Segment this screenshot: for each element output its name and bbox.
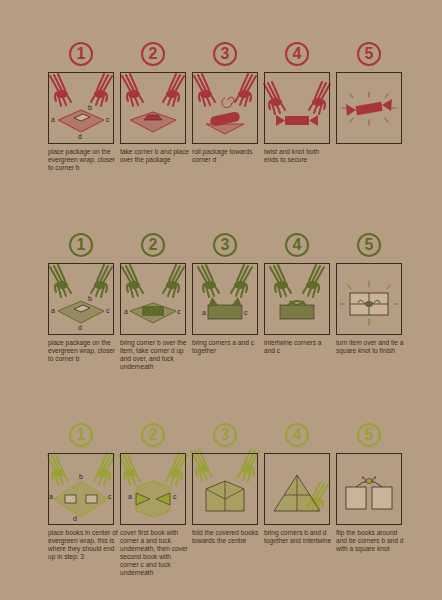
corner-letter: c	[173, 493, 177, 500]
step-caption: bring corners a and c together	[192, 339, 262, 355]
corner-letter: c	[108, 493, 112, 500]
step-caption: fold the covered books towards the centr…	[192, 529, 262, 545]
step-panel: 5flip the books around and tie corners b…	[336, 453, 402, 525]
step-caption: roll package towards corner d	[192, 148, 262, 164]
corner-letter: a	[51, 307, 55, 314]
step-caption: take corner b and place over the package	[120, 148, 190, 164]
step-panel: 4twist and knot both ends to secure	[264, 72, 330, 144]
step-number: 4	[285, 233, 309, 257]
step-panel: 5turn item over and tie a square knot to…	[336, 263, 402, 335]
step-number: 4	[285, 42, 309, 66]
corner-letter: d	[73, 515, 77, 522]
step-number: 3	[213, 423, 237, 447]
step-panel: 3fold the covered books towards the cent…	[192, 453, 258, 525]
corner-letter: a	[128, 493, 132, 500]
step-number: 1	[69, 42, 93, 66]
step-caption: place books in center of evergreen wrap,…	[48, 529, 118, 561]
corner-letter: d	[78, 324, 82, 331]
step-panel: 4intertwine corners a and c	[264, 263, 330, 335]
step-number: 5	[357, 233, 381, 257]
corner-letter: b	[88, 295, 92, 302]
step-caption: bring corner b over the item, take corne…	[120, 339, 190, 371]
corner-letter: c	[177, 308, 181, 315]
corner-letter: a	[124, 308, 128, 315]
corner-letter: a	[202, 309, 206, 316]
step-number: 2	[141, 423, 165, 447]
step-caption: turn item over and tie a square knot to …	[336, 339, 406, 355]
step-panel: 2bring corner b over the item, take corn…	[120, 263, 186, 335]
corner-letter: d	[78, 133, 82, 140]
step-caption: place package on the evergreen wrap, clo…	[48, 339, 118, 363]
step-number: 5	[357, 423, 381, 447]
step-panel: 3roll package towards corner d	[192, 72, 258, 144]
step-caption: bring corners b and d together and inter…	[264, 529, 334, 545]
step-number: 3	[213, 233, 237, 257]
step-panel: 3bring corners a and c together	[192, 263, 258, 335]
corner-letter: c	[244, 309, 248, 316]
step-panel: 4bring corners b and d together and inte…	[264, 453, 330, 525]
corner-letter: b	[79, 473, 83, 480]
step-panel: 1place books in center of evergreen wrap…	[48, 453, 114, 525]
corner-letter: a	[51, 116, 55, 123]
corner-letter: a	[49, 493, 53, 500]
step-number: 2	[141, 233, 165, 257]
step-number: 4	[285, 423, 309, 447]
step-panel: 2take corner b and place over the packag…	[120, 72, 186, 144]
step-panel: 2cover first book with corner a and tuck…	[120, 453, 186, 525]
step-number: 1	[69, 233, 93, 257]
step-number: 2	[141, 42, 165, 66]
step-number: 1	[69, 423, 93, 447]
corner-letter: b	[88, 104, 92, 111]
step-caption: place package on the evergreen wrap, clo…	[48, 148, 118, 172]
step-caption: flip the books around and tie corners b …	[336, 529, 406, 553]
step-caption: twist and knot both ends to secure	[264, 148, 334, 164]
corner-letter: c	[106, 307, 110, 314]
step-caption: cover first book with corner a and tuck …	[120, 529, 190, 577]
step-number: 3	[213, 42, 237, 66]
corner-letter: c	[106, 116, 110, 123]
step-number: 5	[357, 42, 381, 66]
step-panel: 5	[336, 72, 402, 144]
step-caption: intertwine corners a and c	[264, 339, 334, 355]
